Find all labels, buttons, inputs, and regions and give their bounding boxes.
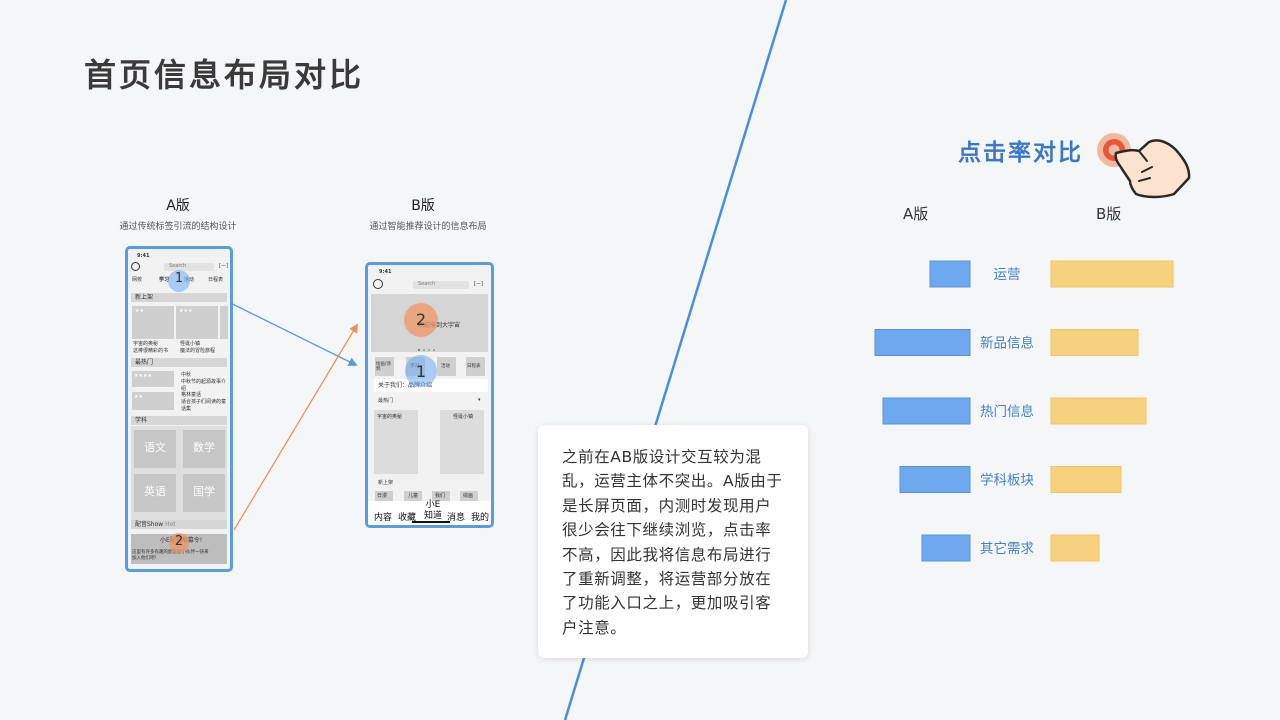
new-item-card[interactable] (176, 306, 218, 339)
avatar-icon (131, 262, 140, 271)
version-b-phone: 9:41 Search [—] 欢迎来到大宇宙 绘画/涂鸦 学习 活动 日程表 … (365, 262, 494, 528)
new-item-card (220, 306, 228, 339)
nav-content[interactable]: 内容 (374, 513, 393, 523)
bar-a-0 (929, 260, 971, 288)
nav-active-indicator (412, 521, 450, 523)
explanation-card: 之前在AB版设计交互较为混乱，运营主体不突出。A版由于是长屏页面，内测时发现用户… (538, 425, 808, 658)
section-new: 新上架 (131, 293, 227, 302)
subject-chinese[interactable]: 语文 (134, 430, 176, 468)
nav-me[interactable]: 我的 (471, 513, 490, 523)
category-label-4: 其它需求 (980, 540, 1034, 557)
version-a-subtitle: 通过传统标签引流的结构设计 (119, 222, 237, 232)
marker-2-a (169, 533, 189, 553)
status-time: 9:41 (137, 253, 150, 259)
category-label-1: 新品信息 (980, 335, 1034, 352)
explanation-text: 之前在AB版设计交互较为混乱，运营主体不突出。A版由于是长屏页面，内测时发现用户… (562, 448, 783, 637)
category-label-2: 热门信息 (980, 403, 1034, 420)
subject-math[interactable]: 数学 (183, 430, 225, 468)
category-label-0: 运营 (994, 267, 1021, 283)
new-item[interactable] (404, 491, 422, 501)
legend-b: B版 (1096, 205, 1122, 223)
bar-b-4 (1050, 534, 1100, 562)
bar-a-1 (874, 329, 971, 356)
bar-a-2 (882, 397, 971, 425)
bar-b-0 (1050, 260, 1174, 288)
section-show: 配音Show Hot (131, 520, 227, 529)
section-hot: 最热门 (378, 398, 394, 404)
subject-guoxue[interactable]: 国学 (183, 474, 225, 512)
category-label-3: 学科板块 (980, 473, 1034, 489)
hot-item-card[interactable] (440, 410, 484, 474)
func-item[interactable] (437, 357, 456, 376)
bar-a-4 (921, 534, 971, 562)
scan-icon[interactable]: [—] (219, 263, 228, 269)
tab-0[interactable]: 网校 (132, 277, 143, 283)
section-new: 新上架 (378, 480, 394, 486)
tab-3[interactable]: 日程表 (208, 277, 224, 283)
search-input[interactable]: Search (413, 281, 469, 289)
new-item[interactable] (375, 491, 393, 501)
func-item[interactable] (466, 357, 485, 376)
version-b-label: B版 (411, 198, 435, 214)
hot-item-card[interactable] (374, 410, 418, 474)
search-input[interactable]: Search (164, 263, 214, 271)
new-item[interactable] (432, 491, 450, 501)
chevron-down-icon: ▾ (478, 397, 481, 403)
chart-title: 点击率对比 (958, 140, 1083, 166)
nav-favorites[interactable]: 收藏 (398, 513, 417, 523)
legend-a: A版 (903, 205, 929, 223)
new-item-card[interactable] (132, 306, 174, 339)
bar-b-3 (1050, 466, 1122, 493)
bar-a-3 (899, 466, 971, 493)
bar-b-2 (1050, 397, 1147, 425)
nav-messages[interactable]: 消息 (447, 513, 466, 523)
hot-item-card[interactable] (132, 392, 174, 410)
pointer-hand-icon (1097, 133, 1191, 199)
func-item[interactable] (375, 357, 394, 376)
version-b-subtitle: 通过智能推荐设计的信息布局 (369, 222, 487, 232)
banner-dots (418, 349, 446, 352)
subject-english[interactable]: 英语 (134, 474, 176, 512)
marker-1-a (168, 270, 190, 292)
avatar-icon (373, 279, 383, 289)
nav-xiaoe[interactable]: 小E知道 (423, 500, 442, 521)
new-item[interactable] (460, 491, 478, 501)
scan-icon[interactable]: [—] (474, 281, 483, 287)
tab-1[interactable]: 学习 (159, 277, 170, 283)
page-title: 首页信息布局对比 (84, 56, 365, 94)
about-row[interactable] (374, 379, 488, 392)
arrow-a2-to-b2 (233, 323, 358, 531)
hot-item-card[interactable] (132, 371, 174, 387)
status-time: 9:41 (379, 269, 392, 275)
marker-2-b (404, 303, 438, 337)
version-a-phone: 9:41 Search [—] 网校 学习 活动 日程表 新上架 ★★ ★★★ … (125, 246, 233, 572)
version-a-label: A版 (166, 198, 190, 214)
bar-b-1 (1050, 329, 1139, 356)
section-subject: 学科 (131, 416, 227, 425)
marker-1-b (405, 355, 437, 387)
section-hot: 最热门 (131, 358, 227, 367)
